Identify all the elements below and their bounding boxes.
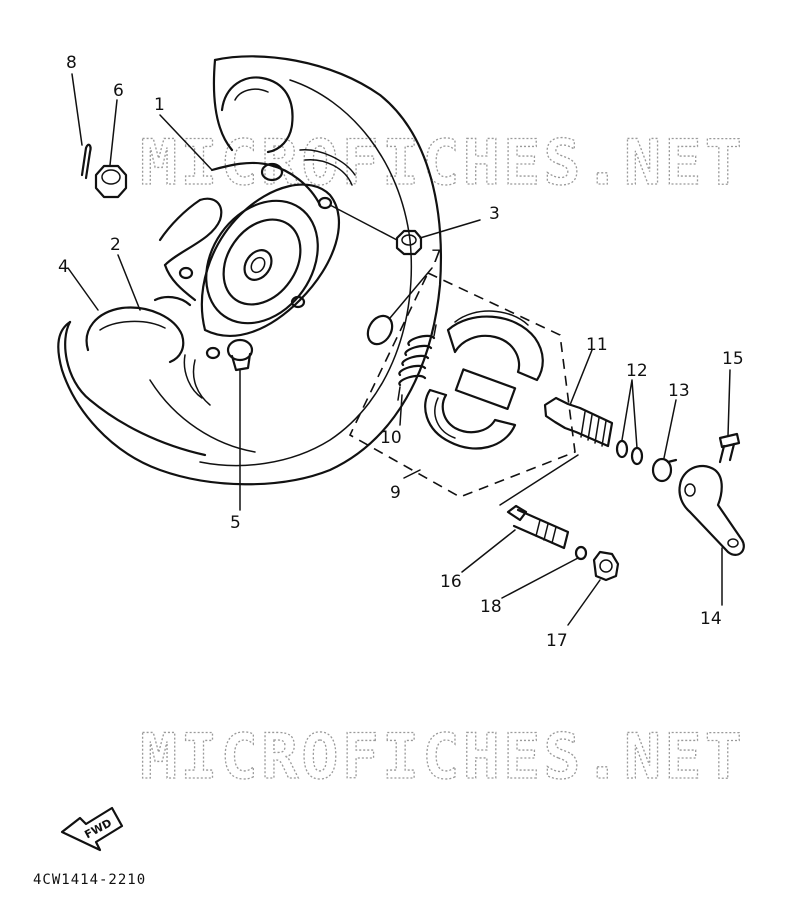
- callout-13: 13: [668, 381, 690, 401]
- callout-14: 14: [700, 609, 722, 629]
- fwd-label: FWD: [82, 816, 114, 841]
- brake-shoe-set-box-part-9: [348, 271, 576, 498]
- watermark-top: MICROFICHES.NET: [140, 126, 745, 199]
- spring-part-10: [397, 324, 437, 401]
- callout-9: 9: [390, 483, 401, 503]
- callout-7: 7: [431, 247, 442, 267]
- callout-4: 4: [58, 257, 69, 277]
- callout-5: 5: [230, 513, 241, 533]
- axle-pin-part-5: [226, 338, 254, 372]
- cam-lever-part-14: [678, 464, 745, 556]
- watermark-bottom: MICROFICHES.NET: [140, 720, 745, 793]
- callout-11: 11: [586, 335, 608, 355]
- bolt-part-15: [718, 432, 741, 464]
- indicator-part-13: [651, 457, 678, 483]
- callout-8: 8: [66, 53, 77, 73]
- nut-part-3: [395, 229, 423, 256]
- brake-shoes: [424, 310, 544, 450]
- callout-3: 3: [489, 204, 500, 224]
- callout-1: 1: [154, 95, 165, 115]
- callout-12: 12: [626, 361, 648, 381]
- cotter-pin-part-8: [80, 143, 92, 180]
- callout-6: 6: [113, 81, 124, 101]
- fwd-arrow-icon: FWD: [60, 806, 124, 852]
- washer-part-18: [574, 545, 588, 561]
- washer-part-12a: [615, 439, 629, 459]
- callout-numbers: 8 6 1 2 4 3 7 10 9 5 11 12 13 15 14 16 1…: [58, 53, 744, 651]
- callout-2: 2: [110, 235, 121, 255]
- wheel-assembly: [57, 55, 442, 486]
- callout-17: 17: [546, 631, 568, 651]
- callout-10: 10: [380, 428, 402, 448]
- nut-part-6: [94, 164, 128, 199]
- callout-16: 16: [440, 572, 462, 592]
- bolt-part-16: [506, 504, 570, 550]
- camshaft-part-11: [543, 396, 614, 448]
- leader-lines: [67, 73, 731, 626]
- washer-part-12b: [630, 446, 644, 466]
- nut-part-17: [592, 550, 620, 582]
- diagram-code: 4CW1414-2210: [33, 872, 146, 888]
- callout-15: 15: [722, 349, 744, 369]
- o-ring-part-7: [366, 314, 394, 346]
- callout-18: 18: [480, 597, 502, 617]
